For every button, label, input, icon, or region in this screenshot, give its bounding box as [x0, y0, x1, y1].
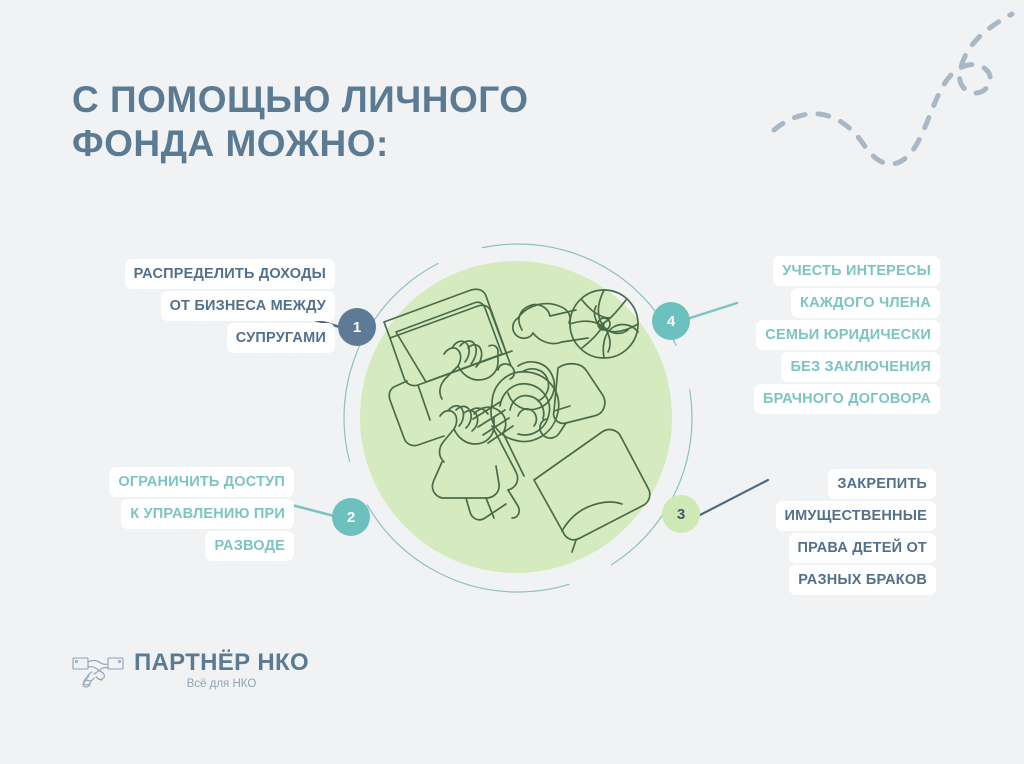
center-circle-group: [340, 228, 696, 618]
callout-1[interactable]: РАСПРЕДЕЛИТЬ ДОХОДЫ ОТ БИЗНЕСА МЕЖДУ СУП…: [60, 258, 335, 354]
callout-1-line-3: СУПРУГАМИ: [226, 323, 335, 353]
callout-3-line-2: ИМУЩЕСТВЕННЫЕ: [775, 501, 936, 531]
outer-ring-circle: [343, 243, 693, 593]
callout-1-line-1: РАСПРЕДЕЛИТЬ ДОХОДЫ: [124, 259, 335, 289]
logo-text: ПАРТНЁР НКО Всё для НКО: [134, 650, 309, 691]
callout-3-line-1: ЗАКРЕПИТЬ: [828, 469, 936, 499]
logo[interactable]: ПАРТНЁР НКО Всё для НКО: [72, 650, 309, 691]
green-disc: [360, 261, 672, 573]
badge-3[interactable]: 3: [662, 495, 700, 533]
logo-tagline: Всё для НКО: [186, 678, 257, 690]
callout-3-line-4: РАЗНЫХ БРАКОВ: [789, 565, 936, 595]
callout-3[interactable]: ЗАКРЕПИТЬ ИМУЩЕСТВЕННЫЕ ПРАВА ДЕТЕЙ ОТ Р…: [748, 468, 936, 596]
badge-2[interactable]: 2: [332, 498, 370, 536]
dashed-curve-decoration: [771, 11, 1015, 167]
page-title-line-1: С ПОМОЩЬЮ ЛИЧНОГО: [72, 79, 529, 120]
page-title-line-2: ФОНДА МОЖНО:: [72, 123, 389, 164]
page-title: С ПОМОЩЬЮ ЛИЧНОГО ФОНДА МОЖНО:: [72, 78, 632, 166]
callout-3-line-3: ПРАВА ДЕТЕЙ ОТ: [788, 533, 936, 563]
callout-4-line-2: КАЖДОГО ЧЛЕНА: [791, 288, 940, 318]
desk-workspace-line-art: [383, 288, 651, 553]
callout-2-line-1: ОГРАНИЧИТЬ ДОСТУП: [109, 467, 294, 497]
callout-2[interactable]: ОГРАНИЧИТЬ ДОСТУП К УПРАВЛЕНИЮ ПРИ РАЗВО…: [68, 466, 294, 562]
callout-1-line-2: ОТ БИЗНЕСА МЕЖДУ: [160, 291, 335, 321]
callout-4[interactable]: УЧЕСТЬ ИНТЕРЕСЫ КАЖДОГО ЧЛЕНА СЕМЬИ ЮРИД…: [722, 255, 940, 415]
badge-4[interactable]: 4: [652, 302, 690, 340]
callout-4-line-3: СЕМЬИ ЮРИДИЧЕСКИ: [756, 320, 940, 350]
callout-2-line-2: К УПРАВЛЕНИЮ ПРИ: [121, 499, 294, 529]
callout-4-line-5: БРАЧНОГО ДОГОВОРА: [753, 384, 940, 414]
badge-1[interactable]: 1: [338, 308, 376, 346]
callout-2-line-3: РАЗВОДЕ: [205, 531, 294, 561]
callout-4-line-4: БЕЗ ЗАКЛЮЧЕНИЯ: [781, 352, 940, 382]
callout-4-line-1: УЧЕСТЬ ИНТЕРЕСЫ: [773, 256, 940, 286]
logo-name: ПАРТНЁР НКО: [134, 649, 309, 676]
handshake-banknotes-icon: [72, 656, 124, 688]
